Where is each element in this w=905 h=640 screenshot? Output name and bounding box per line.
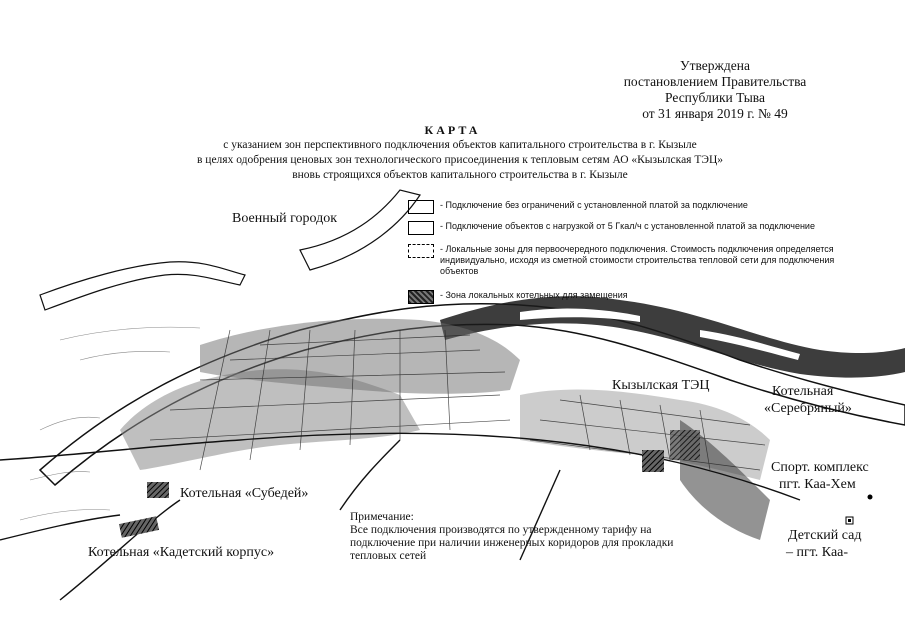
label-voenny-gorodok: Военный городок [232,211,338,226]
city-area-center [200,318,520,394]
approval-line-1: Утверждена [680,58,750,73]
note-block: Примечание: Все подключения производятся… [350,511,715,563]
label-subedey: Котельная «Субедей» [180,486,309,501]
city-area-kaa-hem [680,420,770,540]
boiler-zone-kaa [670,430,700,460]
legend-swatch [408,221,434,235]
label-serebryany-1: Котельная [772,384,834,399]
city-area-west [120,369,420,470]
roads [0,432,801,601]
label-sad-1: Детский сад [788,528,862,543]
boiler-zone-tec [642,450,664,472]
subtitle-line-2: в целях одобрения ценовых зон технологич… [196,154,724,166]
legend-swatch [408,200,434,214]
legend-item: - Локальные зоны для первоочередного под… [408,244,850,277]
approval-line-4: от 31 января 2019 г. № 49 [642,106,788,121]
legend-text: - Подключение без ограничений с установл… [440,200,748,210]
label-kadetsky: Котельная «Кадетский корпус» [88,545,275,560]
label-serebryany-2: «Серебряный» [764,401,852,416]
kindergarten-marker [845,516,854,525]
label-sad-2: – пгт. Каа- [786,545,849,560]
river-east-islands [520,308,800,360]
approval-block: Утверждена постановлением Правительства … [600,58,830,122]
legend-item: - Подключение без ограничений с установл… [408,200,850,214]
approval-line-3: Республики Тыва [665,90,765,105]
sport-marker [867,494,873,500]
river-west [39,261,246,311]
document-subtitle: с указанием зон перспективного подключен… [150,138,770,183]
label-kyzyl-tec: Кызылская ТЭЦ [612,378,710,393]
legend-text: - Зона локальных котельных для замещения [440,290,628,300]
document-title: КАРТА [424,123,481,137]
boiler-zone-kadetsky [118,516,160,538]
approval-line-2: постановлением Правительства [623,74,807,89]
legend-text: - Локальные зоны для первоочередного под… [440,244,835,276]
label-sport-2: пгт. Каа-Хем [779,477,856,492]
terrain-lines [19,326,201,521]
boiler-zone-subedey [147,482,169,498]
legend-swatch [408,244,434,258]
subtitle-line-1: с указанием зон перспективного подключен… [223,139,697,151]
legend-swatch-hatch [408,290,434,304]
subtitle-line-3: вновь строящихся объектов капитального с… [292,169,628,181]
legend-item: - Зона локальных котельных для замещения [408,290,850,304]
note-heading: Примечание: [350,511,414,523]
legend-text: - Подключение объектов с нагрузкой от 5 … [440,221,815,231]
street-grid [149,329,766,471]
note-text: Все подключения производятся по утвержде… [350,524,674,562]
label-sport-1: Спорт. комплекс [771,460,869,475]
river-north [299,189,421,271]
legend-item: - Подключение объектов с нагрузкой от 5 … [408,221,850,235]
